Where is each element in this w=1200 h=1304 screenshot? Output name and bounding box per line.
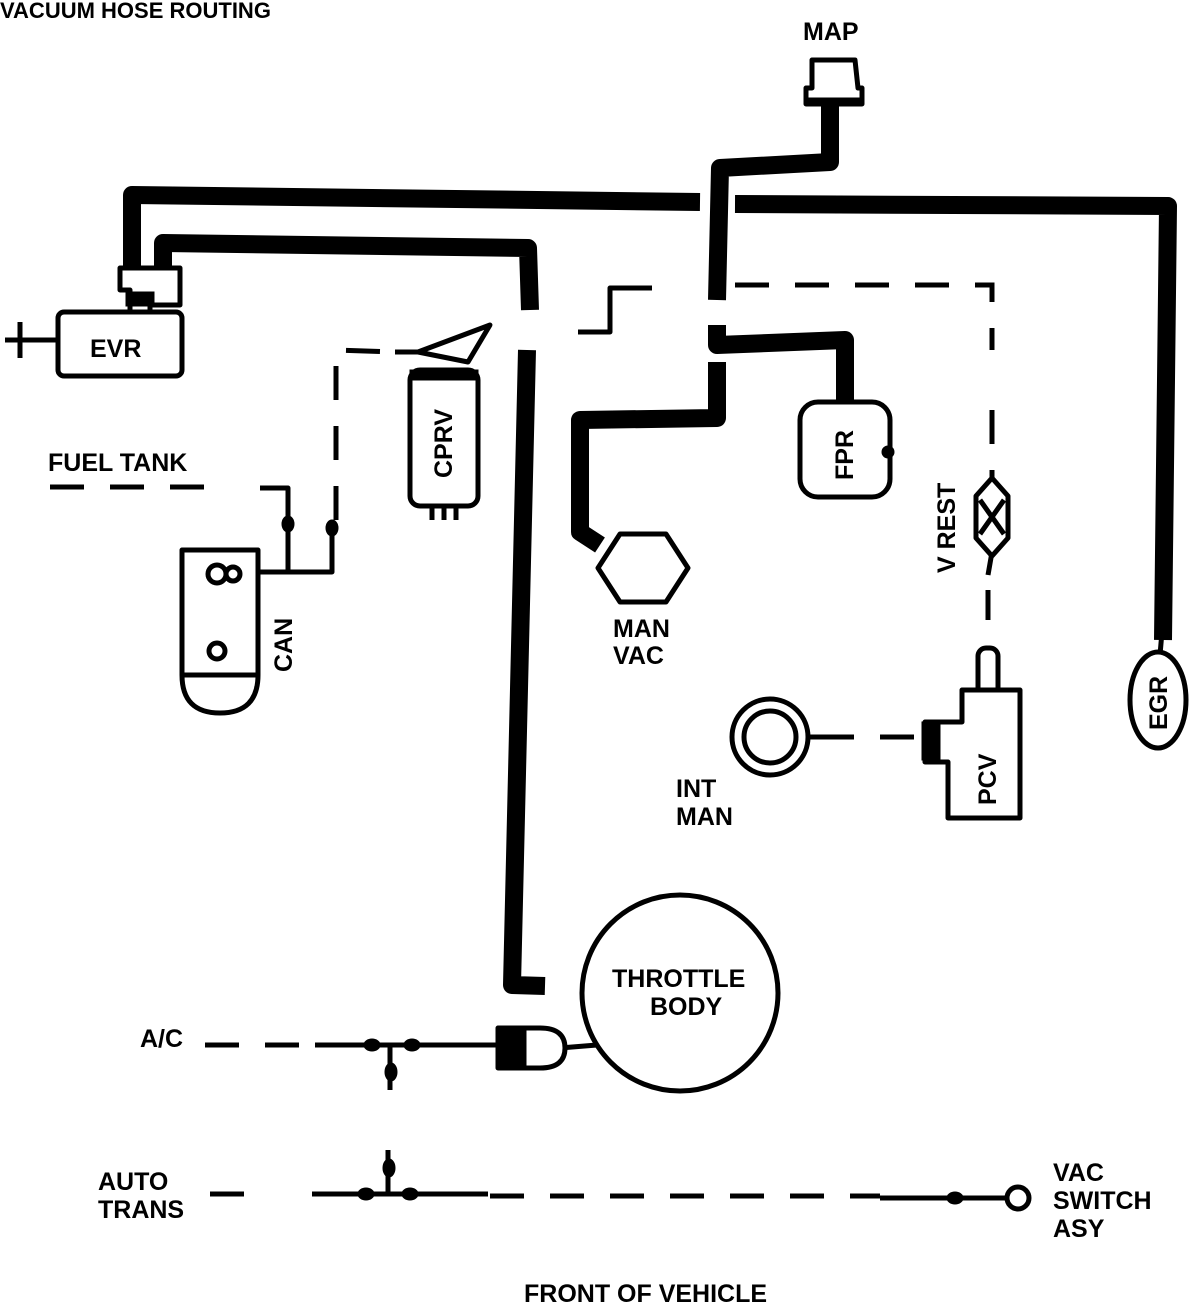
label-v-rest: V REST [933, 483, 961, 573]
label-man-vac-2: VAC [613, 642, 664, 670]
label-vac-switch-1: VAC [1053, 1159, 1104, 1187]
hose-evr-to-throttle [154, 234, 539, 311]
hose-map-to-manifold [708, 100, 839, 301]
label-vac-switch-2: SWITCH [1053, 1187, 1152, 1215]
label-fpr: FPR [831, 430, 859, 480]
label-front-of-vehicle: FRONT OF VEHICLE [524, 1280, 767, 1304]
hose-manifold-to-fpr [708, 325, 854, 408]
label-man-vac-1: MAN [613, 615, 670, 643]
line-step-upper [578, 285, 652, 335]
egr-valve [1127, 649, 1189, 751]
label-can: CAN [270, 618, 298, 672]
hose-manifold-to-man-vac [571, 362, 726, 553]
label-pcv: PCV [974, 753, 1002, 805]
label-vac-switch-3: ASY [1053, 1215, 1105, 1243]
line-egr-stem [1157, 619, 1166, 656]
label-egr: EGR [1145, 676, 1173, 730]
line-ac [315, 1042, 500, 1090]
label-int-man-1: INT [676, 775, 716, 803]
throttle-body [579, 892, 781, 1094]
label-throttle-body-1: THROTTLE [612, 965, 745, 993]
label-cprv: CPRV [430, 409, 458, 478]
ac-tee-fitting [363, 1025, 568, 1082]
label-ac: A/C [140, 1025, 183, 1053]
diagram-title: VACUUM HOSE ROUTING [0, 0, 271, 23]
label-throttle-body-2: BODY [650, 993, 723, 1021]
label-auto-trans-2: TRANS [98, 1196, 184, 1224]
charcoal-canister [179, 547, 261, 716]
hose-evr-top [123, 186, 701, 275]
label-map: MAP [803, 18, 859, 46]
can-tee-connectors [281, 515, 339, 537]
line-auto-trans [312, 1150, 488, 1197]
vac-switch-assembly [946, 1184, 1032, 1212]
label-fuel-tank: FUEL TANK [48, 449, 187, 477]
label-evr: EVR [90, 335, 141, 363]
pcv-valve [921, 645, 1023, 821]
map-sensor [803, 57, 865, 107]
hose-to-egr [734, 195, 1177, 641]
manifold-vacuum-port [595, 531, 691, 605]
intake-manifold-port [729, 696, 811, 778]
auto-trans-tee [357, 1158, 419, 1201]
fuel-pressure-regulator [797, 399, 895, 500]
evr-left-connector [5, 322, 58, 358]
hose-throttle-vertical [503, 349, 546, 995]
dash-can-to-cprv [333, 347, 396, 520]
dash-upper-right [735, 282, 995, 350]
vacuum-restrictor [973, 475, 1011, 559]
evr-solenoid [55, 265, 185, 379]
cprv-valve [395, 322, 493, 520]
label-int-man-2: MAN [676, 803, 733, 831]
label-auto-trans-1: AUTO [98, 1168, 168, 1196]
